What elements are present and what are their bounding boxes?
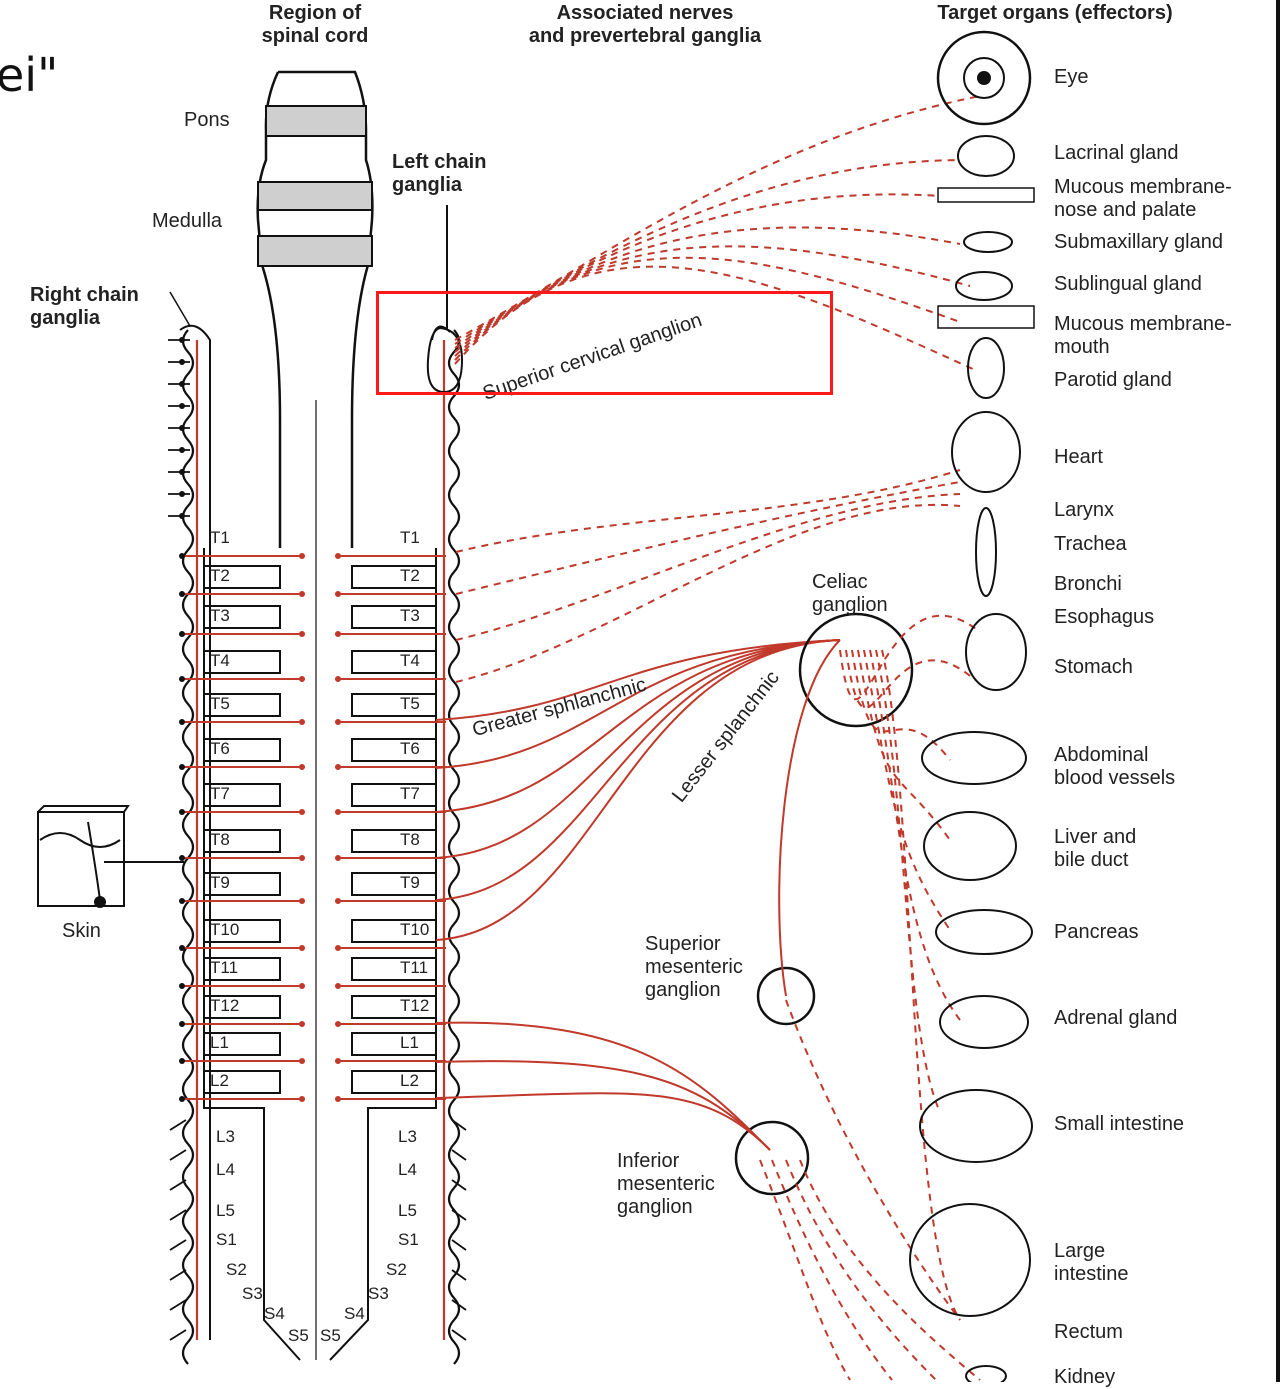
segment-label-left-s2: S2	[226, 1260, 247, 1279]
organ-label-mucous-membrane-nose-and-palate: Mucous membrane- nose and palate	[1054, 176, 1232, 221]
cropped-corner-text: ei"	[0, 48, 59, 102]
segment-label-left-s1: S1	[216, 1230, 237, 1249]
label-left-chain: Left chain ganglia	[392, 151, 487, 196]
segment-label-left-t9: T9	[210, 873, 230, 892]
segment-label-left-l5: L5	[216, 1201, 235, 1220]
organ-label-larynx: Larynx	[1054, 499, 1115, 521]
segment-label-left-t11: T11	[210, 958, 239, 977]
organ-label-parotid-gland: Parotid gland	[1054, 369, 1172, 391]
segment-label-left-t8: T8	[210, 830, 230, 849]
segment-label-right-l3: L3	[398, 1127, 417, 1146]
sympathetic-chains	[168, 205, 467, 1365]
segment-label-right-t4: T4	[400, 651, 420, 670]
header-targets: Target organs (effectors)	[937, 2, 1173, 24]
highlight-box	[376, 291, 833, 395]
segment-label-left-l4: L4	[216, 1160, 235, 1179]
segment-label-right-t6: T6	[400, 739, 420, 758]
skin-icon	[37, 805, 184, 908]
segment-label-left-t10: T10	[210, 920, 240, 939]
segment-label-right-t12: T12	[400, 996, 430, 1015]
organ-label-adrenal-gland: Adrenal gland	[1054, 1007, 1178, 1029]
segment-label-left-s3: S3	[242, 1284, 263, 1303]
segment-label-right-t9: T9	[400, 873, 420, 892]
segment-label-right-l5: L5	[398, 1201, 417, 1220]
label-celiac-ganglion: Celiac ganglion	[812, 571, 888, 616]
organ-label-esophagus: Esophagus	[1054, 606, 1155, 628]
segment-label-right-s2: S2	[386, 1260, 407, 1279]
organ-label-eye: Eye	[1054, 66, 1089, 88]
organ-label-rectum: Rectum	[1054, 1321, 1123, 1343]
segment-label-left-t3: T3	[210, 606, 230, 625]
organ-label-kidney: Kidney	[1054, 1366, 1116, 1388]
segment-label-left-l2: L2	[210, 1071, 229, 1090]
segment-label-left-l1: L1	[210, 1033, 229, 1052]
nerve-pathways	[179, 95, 981, 1381]
label-right-chain: Right chain ganglia	[30, 284, 139, 329]
organ-label-lacrinal-gland: Lacrinal gland	[1054, 142, 1179, 164]
organ-label-stomach: Stomach	[1054, 656, 1133, 678]
segment-label-left-s4: S4	[264, 1304, 285, 1323]
label-medulla: Medulla	[152, 210, 223, 232]
segment-label-left-l3: L3	[216, 1127, 235, 1146]
segment-label-right-l1: L1	[400, 1033, 419, 1052]
segment-label-right-t10: T10	[400, 920, 430, 939]
segment-label-right-t5: T5	[400, 694, 420, 713]
organ-label-abdominal-blood-vessels: Abdominal blood vessels	[1054, 744, 1176, 789]
segment-label-left-t1: T1	[210, 528, 230, 547]
segment-label-right-t1: T1	[400, 528, 420, 547]
segment-label-right-s1: S1	[398, 1230, 419, 1249]
segment-boxes	[203, 565, 437, 1094]
organ-label-pancreas: Pancreas	[1054, 921, 1139, 943]
organ-label-submaxillary-gland: Submaxillary gland	[1054, 231, 1223, 253]
header-nerves: Associated nerves and prevertebral gangl…	[528, 2, 762, 47]
organ-label-large-intestine: Large intestine	[1054, 1240, 1129, 1285]
segment-label-left-t5: T5	[210, 694, 230, 713]
segment-label-right-t3: T3	[400, 606, 420, 625]
segment-label-right-t11: T11	[400, 958, 429, 977]
segment-label-right-t2: T2	[400, 566, 420, 585]
header-region: Region of spinal cord	[261, 2, 369, 47]
pons-band	[265, 105, 367, 137]
segment-label-right-l2: L2	[400, 1071, 419, 1090]
segment-label-right-t7: T7	[400, 784, 420, 803]
organ-label-liver-and-bile-duct: Liver and bile duct	[1054, 826, 1137, 871]
organ-label-small-intestine: Small intestine	[1054, 1113, 1185, 1135]
right-border	[1276, 0, 1280, 1382]
organ-label-bronchi: Bronchi	[1054, 573, 1122, 595]
segment-label-right-s4: S4	[344, 1304, 365, 1323]
segment-label-right-t8: T8	[400, 830, 420, 849]
segment-label-left-t12: T12	[210, 996, 240, 1015]
segment-label-right-s3: S3	[368, 1284, 389, 1303]
organ-label-trachea: Trachea	[1054, 533, 1127, 555]
segment-label-left-t6: T6	[210, 739, 230, 758]
label-superior-mesenteric-ganglion: Superior mesenteric ganglion	[645, 933, 743, 1001]
organ-label-sublingual-gland: Sublingual gland	[1054, 273, 1202, 295]
label-inferior-mesenteric-ganglion: Inferior mesenteric ganglion	[617, 1150, 715, 1218]
segment-label-right-s5: S5	[320, 1326, 341, 1345]
label-skin: Skin	[62, 920, 101, 942]
segment-label-left-t2: T2	[210, 566, 230, 585]
organ-icons	[909, 30, 1035, 1382]
organ-label-mucous-membrane-mouth: Mucous membrane- mouth	[1054, 313, 1232, 358]
label-pons: Pons	[184, 109, 230, 131]
segment-label-left-t4: T4	[210, 651, 230, 670]
organ-label-heart: Heart	[1054, 446, 1103, 468]
segment-label-left-t7: T7	[210, 784, 230, 803]
segment-label-right-l4: L4	[398, 1160, 417, 1179]
medulla-bands	[257, 181, 373, 267]
segment-label-left-s5: S5	[288, 1326, 309, 1345]
